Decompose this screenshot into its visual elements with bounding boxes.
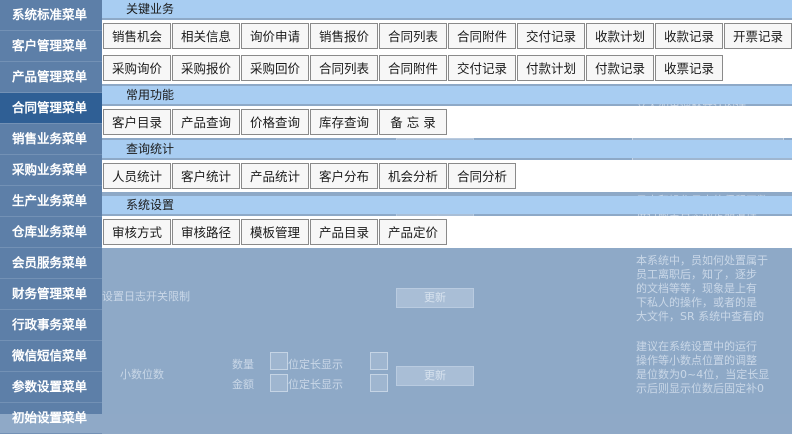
menu-button-key_business-row1-2[interactable]: 询价申请 [241, 23, 309, 49]
menu-button-system-row1-3[interactable]: 产品目录 [310, 219, 378, 245]
menu-button-key_business-row1-7[interactable]: 收款计划 [586, 23, 654, 49]
mega-menu: 关键业务销售机会相关信息询价申请销售报价合同列表合同附件交付记录收款计划收款记录… [102, 0, 792, 250]
menu-button-key_business-row2-6[interactable]: 付款计划 [517, 55, 585, 81]
background-text: 操作等小数点位置的调整 [636, 354, 757, 367]
sidebar-item-6[interactable]: 生产业务菜单 [0, 186, 102, 217]
background-text: 小数位数 [120, 368, 164, 381]
sidebar-item-12[interactable]: 参数设置菜单 [0, 372, 102, 403]
section-header-stats: 查询统计 [102, 140, 792, 158]
menu-button-common-row1-2[interactable]: 价格查询 [241, 109, 309, 135]
menu-button-stats-row1-3[interactable]: 客户分布 [310, 163, 378, 189]
menu-button-key_business-row2-5[interactable]: 交付记录 [448, 55, 516, 81]
menu-button-system-row1-0[interactable]: 审核方式 [103, 219, 171, 245]
section-header-system: 系统设置 [102, 196, 792, 214]
menu-button-system-row1-4[interactable]: 产品定价 [379, 219, 447, 245]
background-text: 的文档等等，现象是上有 [636, 282, 757, 295]
sidebar-item-8[interactable]: 会员服务菜单 [0, 248, 102, 279]
menu-button-key_business-row1-3[interactable]: 销售报价 [310, 23, 378, 49]
background-text: 员工离职后，知了，逐步 [636, 268, 757, 281]
background-field [270, 352, 288, 370]
sidebar-item-9[interactable]: 财务管理菜单 [0, 279, 102, 310]
sidebar-item-1[interactable]: 客户管理菜单 [0, 31, 102, 62]
menu-button-key_business-row1-5[interactable]: 合同附件 [448, 23, 516, 49]
background-text: 是位数为0~4位，当定长显 [636, 368, 770, 381]
button-row-key_business-row2: 采购询价采购报价采购回价合同列表合同附件交付记录付款计划付款记录收票记录 [102, 52, 792, 84]
menu-button-system-row1-1[interactable]: 审核路径 [172, 219, 240, 245]
menu-button-key_business-row2-0[interactable]: 采购询价 [103, 55, 171, 81]
background-text: 设置日志开关限制 [102, 290, 190, 303]
button-row-common-row1: 客户目录产品查询价格查询库存查询备 忘 录 [102, 106, 792, 138]
menu-button-key_business-row1-8[interactable]: 收款记录 [655, 23, 723, 49]
menu-button-common-row1-4[interactable]: 备 忘 录 [379, 109, 447, 135]
menu-button-stats-row1-2[interactable]: 产品统计 [241, 163, 309, 189]
button-row-key_business-row1: 销售机会相关信息询价申请销售报价合同列表合同附件交付记录收款计划收款记录开票记录 [102, 20, 792, 52]
sidebar-item-7[interactable]: 仓库业务菜单 [0, 217, 102, 248]
menu-button-stats-row1-0[interactable]: 人员统计 [103, 163, 171, 189]
menu-button-key_business-row1-0[interactable]: 销售机会 [103, 23, 171, 49]
menu-button-key_business-row1-1[interactable]: 相关信息 [172, 23, 240, 49]
sidebar-item-13[interactable]: 初始设置菜单 [0, 403, 102, 434]
section-title: 关键业务 [126, 2, 175, 16]
background-text: 大文件，SR 系统中查看的 [636, 310, 765, 323]
section-header-common: 常用功能 [102, 86, 792, 104]
background-update-button: 更新 [396, 366, 474, 386]
menu-button-key_business-row2-3[interactable]: 合同列表 [310, 55, 378, 81]
sidebar-item-5[interactable]: 采购业务菜单 [0, 155, 102, 186]
background-text: 本系统中，员如何处置属于 [636, 254, 768, 267]
section-title: 常用功能 [126, 88, 175, 102]
menu-button-key_business-row2-2[interactable]: 采购回价 [241, 55, 309, 81]
menu-button-system-row1-2[interactable]: 模板管理 [241, 219, 309, 245]
background-text: 建议在系统设置中的运行 [636, 340, 757, 353]
menu-button-key_business-row1-9[interactable]: 开票记录 [724, 23, 792, 49]
button-row-system-row1: 审核方式审核路径模板管理产品目录产品定价 [102, 216, 792, 248]
menu-button-key_business-row2-8[interactable]: 收票记录 [655, 55, 723, 81]
menu-button-common-row1-0[interactable]: 客户目录 [103, 109, 171, 135]
section-title: 查询统计 [126, 142, 175, 156]
menu-button-common-row1-3[interactable]: 库存查询 [310, 109, 378, 135]
sidebar-item-0[interactable]: 系统标准菜单 [0, 0, 102, 31]
menu-button-key_business-row2-4[interactable]: 合同附件 [379, 55, 447, 81]
background-text: 位定长显示 [288, 378, 343, 391]
menu-button-key_business-row2-1[interactable]: 采购报价 [172, 55, 240, 81]
menu-button-common-row1-1[interactable]: 产品查询 [172, 109, 240, 135]
section-header-key_business: 关键业务 [102, 0, 792, 18]
sidebar-item-2[interactable]: 产品管理菜单 [0, 62, 102, 93]
button-row-stats-row1: 人员统计客户统计产品统计客户分布机会分析合同分析 [102, 160, 792, 192]
sidebar-item-10[interactable]: 行政事务菜单 [0, 310, 102, 341]
menu-button-stats-row1-1[interactable]: 客户统计 [172, 163, 240, 189]
background-field [370, 374, 388, 392]
background-field [370, 352, 388, 370]
menu-button-key_business-row2-7[interactable]: 付款记录 [586, 55, 654, 81]
menu-button-stats-row1-4[interactable]: 机会分析 [379, 163, 447, 189]
background-text: 位定长显示 [288, 358, 343, 371]
sidebar-nav: 系统标准菜单客户管理菜单产品管理菜单合同管理菜单销售业务菜单采购业务菜单生产业务… [0, 0, 102, 434]
section-title: 系统设置 [126, 198, 175, 212]
sidebar-item-3[interactable]: 合同管理菜单 [0, 93, 102, 124]
background-field [270, 374, 288, 392]
menu-button-key_business-row1-4[interactable]: 合同列表 [379, 23, 447, 49]
menu-button-stats-row1-5[interactable]: 合同分析 [448, 163, 516, 189]
background-text: 数量 [232, 358, 254, 371]
background-text: 金额 [232, 378, 254, 391]
background-update-button: 更新 [396, 288, 474, 308]
sidebar-item-4[interactable]: 销售业务菜单 [0, 124, 102, 155]
background-text: 下私人的操作，或者的是 [636, 296, 757, 309]
background-text: 示后则显示位数后固定补0 [636, 382, 764, 395]
sidebar-item-11[interactable]: 微信短信菜单 [0, 341, 102, 372]
menu-button-key_business-row1-6[interactable]: 交付记录 [517, 23, 585, 49]
